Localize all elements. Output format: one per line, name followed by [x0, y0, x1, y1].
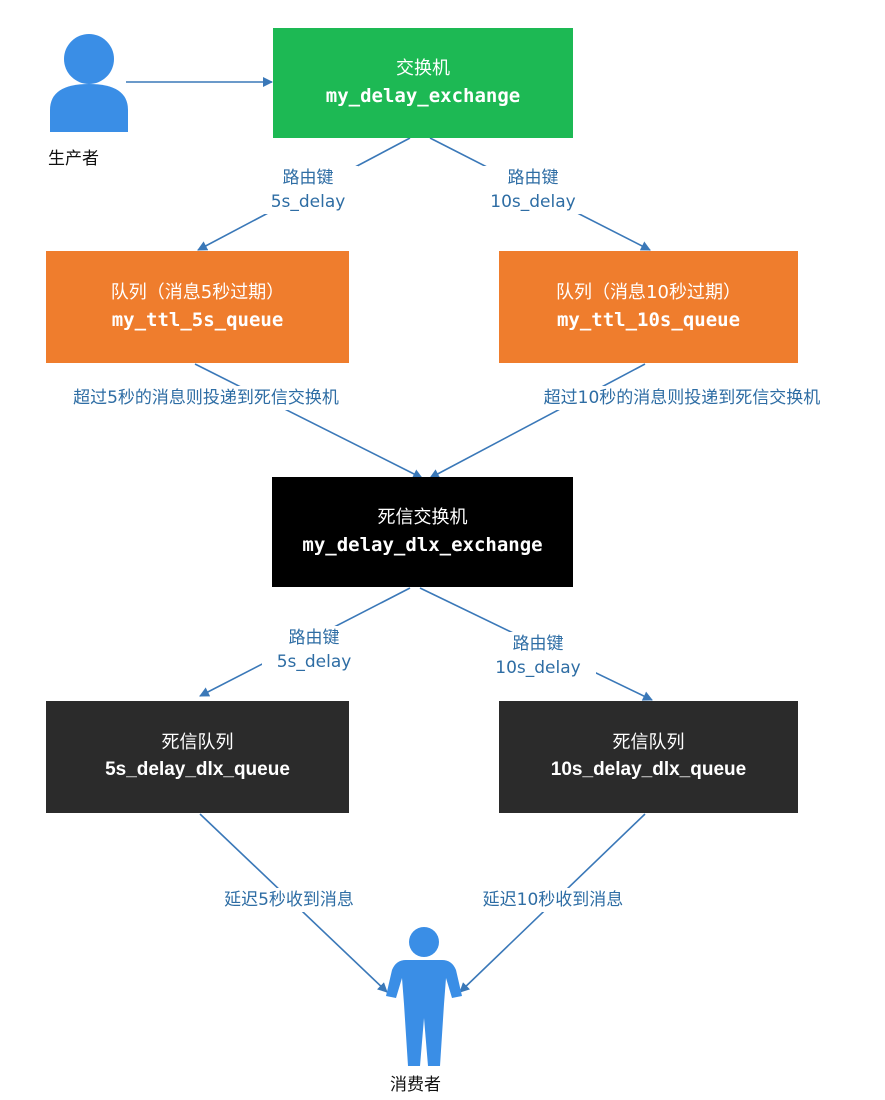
- routing-key-right-value: 10s_delay: [490, 192, 576, 212]
- dlx-name: my_delay_dlx_exchange: [302, 534, 543, 556]
- dlx-routing-key-left-title: 路由键: [288, 628, 340, 648]
- queue-10s-title: 队列（消息10秒过期）: [556, 282, 741, 303]
- dlx-routing-key-right-title: 路由键: [512, 634, 564, 654]
- dlx-title: 死信交换机: [377, 507, 468, 528]
- receive-right-label: 延迟10秒收到消息: [452, 888, 654, 912]
- exchange-node[interactable]: 交换机 my_delay_exchange: [273, 28, 573, 138]
- producer-label: 生产者: [48, 149, 99, 169]
- dead-queue-10s-node[interactable]: 死信队列 10s_delay_dlx_queue: [499, 701, 798, 813]
- edge-queue5-dlx: [194, 363, 423, 479]
- dead-queue-5s-node[interactable]: 死信队列 5s_delay_dlx_queue: [46, 701, 349, 813]
- dead-queue-5s-name: 5s_delay_dlx_queue: [105, 759, 290, 780]
- dlx-routing-key-left-value: 5s_delay: [276, 652, 352, 672]
- routing-key-right-title: 路由键: [507, 168, 559, 188]
- queue-10s-node[interactable]: 队列（消息10秒过期） my_ttl_10s_queue: [499, 251, 798, 363]
- routing-key-left: 路由键 5s_delay: [258, 166, 358, 214]
- routing-key-right: 路由键 10s_delay: [478, 166, 588, 214]
- user-icon: [50, 34, 128, 132]
- dlx-node[interactable]: 死信交换机 my_delay_dlx_exchange: [272, 477, 573, 587]
- consumer-label: 消费者: [390, 1075, 441, 1095]
- queue-5s-title: 队列（消息5秒过期）: [110, 282, 285, 303]
- routing-key-left-value: 5s_delay: [270, 192, 346, 212]
- exchange-name: my_delay_exchange: [325, 85, 521, 107]
- exchange-title: 交换机: [396, 58, 450, 79]
- edge-queue10-dlx: [429, 363, 646, 479]
- expire-left-label: 超过5秒的消息则投递到死信交换机: [26, 386, 386, 410]
- dlx-routing-key-left: 路由键 5s_delay: [262, 626, 366, 674]
- expire-right-label: 超过10秒的消息则投递到死信交换机: [482, 386, 882, 410]
- queue-5s-name: my_ttl_5s_queue: [111, 309, 284, 331]
- receive-left-label: 延迟5秒收到消息: [194, 888, 384, 912]
- dead-queue-10s-name: 10s_delay_dlx_queue: [550, 759, 747, 780]
- queue-5s-node[interactable]: 队列（消息5秒过期） my_ttl_5s_queue: [46, 251, 349, 363]
- routing-key-left-title: 路由键: [282, 168, 334, 188]
- dlx-routing-key-right: 路由键 10s_delay: [480, 632, 596, 680]
- dlx-routing-key-right-value: 10s_delay: [495, 658, 581, 678]
- dead-queue-5s-title: 死信队列: [161, 732, 234, 753]
- queue-10s-name: my_ttl_10s_queue: [556, 309, 741, 331]
- dead-queue-10s-title: 死信队列: [612, 732, 685, 753]
- person-icon: [386, 927, 462, 1066]
